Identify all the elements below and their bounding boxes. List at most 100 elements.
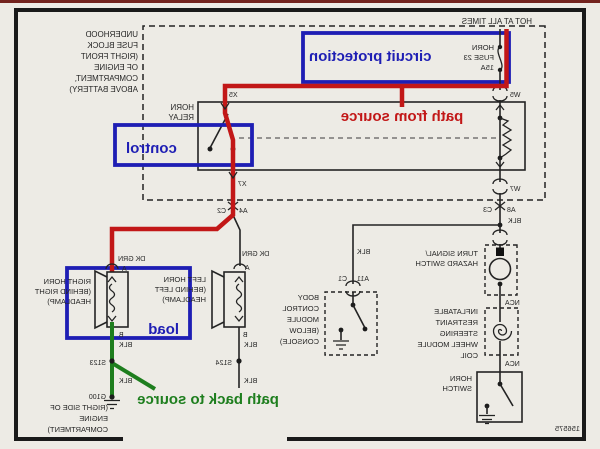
- s123-splice-dot: [109, 358, 115, 364]
- sir-coil-spiral-icon: [492, 323, 513, 341]
- svg-text:ABOVE BATTERY): ABOVE BATTERY): [69, 85, 138, 94]
- page-border: [14, 8, 586, 441]
- svg-text:(BEHIND RIGHT: (BEHIND RIGHT: [34, 287, 91, 296]
- svg-text:(BELOW: (BELOW: [288, 326, 319, 335]
- svg-text:OF ENGINE: OF ENGINE: [94, 63, 138, 72]
- blk-label-5: BLK: [244, 378, 258, 385]
- horn-relay-label: HORN RELAY: [168, 103, 194, 122]
- svg-text:HEADLAMP): HEADLAMP): [47, 297, 91, 306]
- horn-relay-box: [197, 101, 526, 171]
- terminal-b-left: B: [243, 332, 248, 339]
- top-edge-line: [0, 0, 600, 3]
- c1-label: C1: [338, 276, 347, 283]
- fuse-block-location-label: UNDERHOOD FUSE BLOCK (RIGHT FRONT OF ENG…: [69, 30, 138, 94]
- turn-signal-label: TURN SIGNAL/ HAZARD SWITCH: [416, 249, 479, 268]
- svg-text:RESTRAINT: RESTRAINT: [435, 318, 478, 327]
- svg-text:CONTROL: CONTROL: [282, 304, 319, 313]
- w5-label: W5: [510, 92, 521, 99]
- w7-label: W7: [510, 186, 521, 193]
- dk-grn-label-left: DK GRN: [242, 251, 269, 258]
- path-from-source-label: path from source: [341, 108, 464, 125]
- x5-label: X5: [229, 92, 238, 99]
- left-horn-label: LEFT HORN (BEHIND LEFT HEADLAMP): [154, 275, 206, 304]
- control-label: control: [126, 140, 177, 157]
- svg-text:MODULE: MODULE: [287, 315, 319, 324]
- svg-text:LEFT HORN: LEFT HORN: [164, 275, 206, 284]
- blk-label-6: BLK: [119, 378, 133, 385]
- svg-text:FUSE 23: FUSE 23: [464, 53, 494, 62]
- svg-text:HAZARD SWITCH: HAZARD SWITCH: [416, 259, 479, 268]
- terminal-a-left: A: [245, 265, 250, 272]
- fuse-block-dashed-box: [142, 25, 546, 201]
- path-from-source-trace: [109, 29, 509, 272]
- x7-pin-icon: [228, 171, 238, 180]
- svg-text:FUSE BLOCK: FUSE BLOCK: [87, 41, 138, 50]
- nca-label-2: NCA: [505, 361, 520, 368]
- a8-label: A8: [507, 207, 516, 214]
- svg-text:SWITCH: SWITCH: [442, 384, 472, 393]
- nca-label-1: NCA: [505, 300, 520, 307]
- horn-switch-icon: [479, 372, 514, 425]
- svg-text:COIL: COIL: [460, 351, 478, 360]
- svg-text:HORN: HORN: [450, 374, 472, 383]
- doc-number: 156575: [555, 424, 580, 433]
- a11-c1-connector-icon: [345, 280, 361, 304]
- c3-label: C3: [483, 207, 492, 214]
- blk-label-1: BLK: [508, 218, 522, 225]
- svg-text:(RIGHT SIDE OF: (RIGHT SIDE OF: [50, 403, 108, 412]
- svg-text:15A: 15A: [481, 63, 494, 72]
- c2-label: C2: [217, 208, 226, 215]
- mirrored-diagram-group: HOT AT ALL TIMES UNDERHOOD FUSE BLOCK (R…: [14, 8, 586, 441]
- a8-c3-connector-icon: [494, 201, 506, 211]
- sir-coil-dashed-box: [484, 307, 519, 356]
- s124-splice-dot: [236, 358, 242, 364]
- fuse-label: HORN FUSE 23 15A: [464, 43, 494, 72]
- svg-text:RELAY: RELAY: [168, 113, 194, 122]
- g100-location-label: (RIGHT SIDE OF ENGINE COMPARTMENT): [47, 403, 108, 434]
- g100-ground-icon: [104, 394, 120, 410]
- x7-label: X7: [238, 181, 247, 188]
- svg-text:COMPARTMENT,: COMPARTMENT,: [75, 74, 138, 83]
- s124-label: S124: [216, 360, 232, 367]
- left-horn-icon: [211, 263, 247, 388]
- svg-text:WHEEL MODULE: WHEEL MODULE: [417, 340, 478, 349]
- bcm-switch-icon: [333, 302, 368, 350]
- svg-text:HEADLAMP): HEADLAMP): [162, 295, 206, 304]
- blk-label-2: BLK: [357, 249, 371, 256]
- turn-signal-dashed-box: [484, 244, 518, 296]
- a4-label: A4: [239, 208, 248, 215]
- x5-pin-icon: [220, 102, 230, 111]
- svg-text:TURN SIGNAL/: TURN SIGNAL/: [425, 249, 478, 258]
- svg-text:UNDERHOOD: UNDERHOOD: [85, 30, 138, 39]
- bcm-dashed-box: [324, 291, 378, 356]
- svg-text:HORN: HORN: [170, 103, 194, 112]
- sir-coil-label: INFLATABLE RESTRAINT STEERING WHEEL MODU…: [417, 307, 478, 360]
- blk-label-4: BLK: [244, 342, 258, 349]
- bcm-label: BODY CONTROL MODULE (BELOW CONSOLE): [279, 293, 319, 346]
- load-label: load: [148, 321, 179, 338]
- path-back-label: path back to source: [137, 391, 279, 408]
- terminal-b-right: B: [119, 332, 124, 339]
- load-box: [65, 266, 192, 340]
- bcm-branch-wire: [352, 224, 500, 284]
- svg-text:BODY: BODY: [298, 293, 319, 302]
- svg-text:COMPARTMENT): COMPARTMENT): [47, 425, 108, 434]
- turn-signal-switch-icon: [488, 247, 512, 322]
- left-horn-branch-wire: [232, 214, 241, 266]
- circuit-protection-box: [301, 31, 511, 84]
- svg-text:HORN: HORN: [472, 43, 494, 52]
- terminal-a-right: A: [122, 266, 127, 273]
- horn-switch-label: HORN SWITCH: [442, 374, 472, 393]
- relay-coil-icon: [495, 100, 513, 182]
- s123-label: S123: [90, 360, 106, 367]
- svg-text:INFLATABLE: INFLATABLE: [434, 307, 478, 316]
- path-back-leader: [110, 361, 157, 391]
- svg-text:CONSOLE): CONSOLE): [279, 337, 319, 346]
- svg-text:ENGINE: ENGINE: [79, 414, 108, 423]
- right-horn-icon: [94, 263, 129, 330]
- w7-connector-icon: [492, 178, 508, 225]
- hot-at-all-times-label: HOT AT ALL TIMES: [462, 17, 532, 26]
- a11-label: A11: [357, 276, 369, 283]
